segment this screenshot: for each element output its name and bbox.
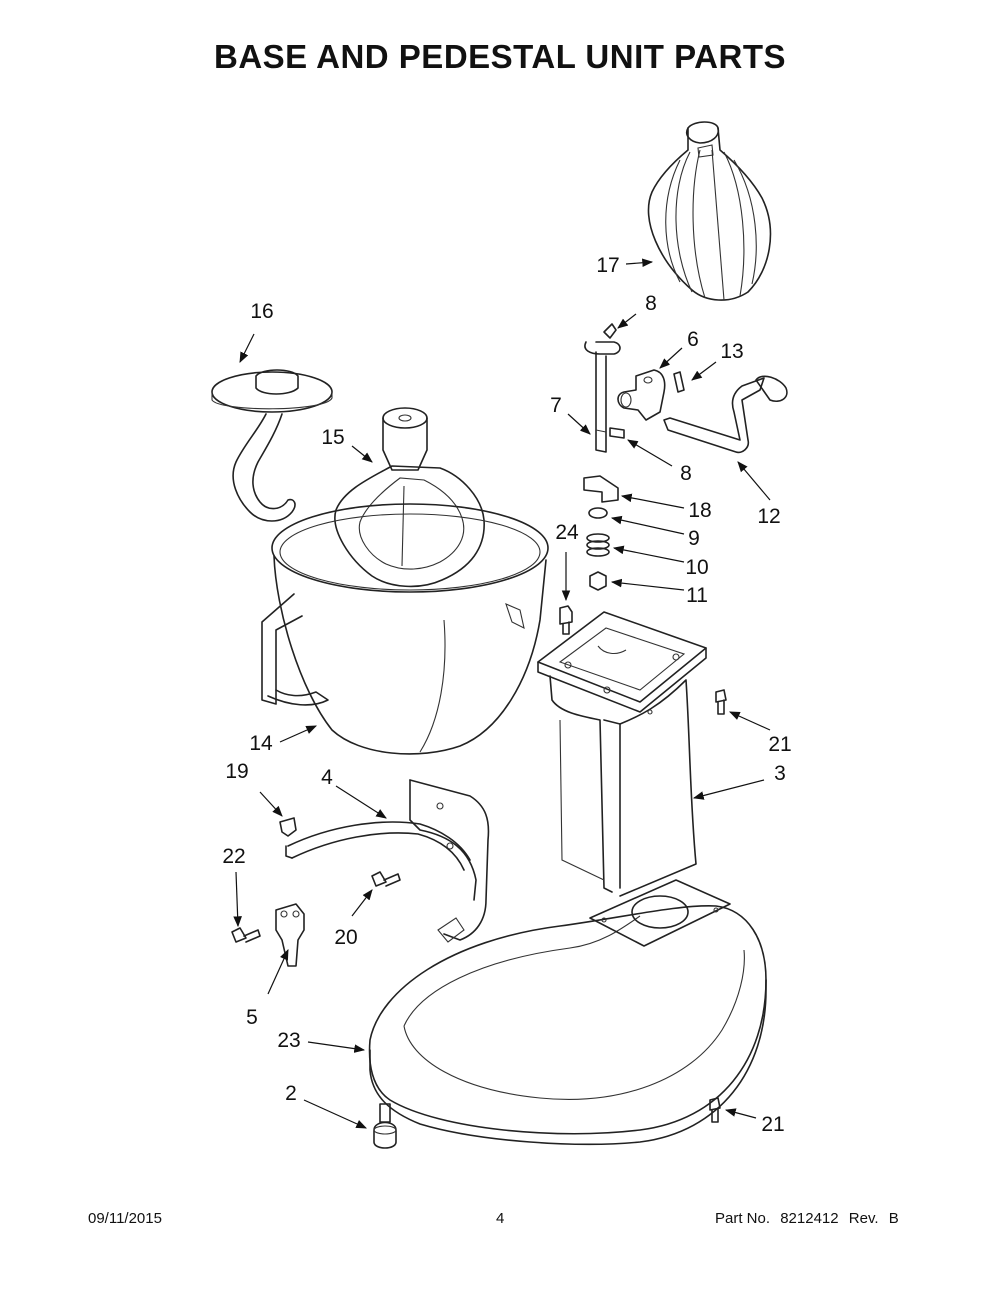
leader-8-bottom — [627, 439, 673, 467]
nut-drawing — [589, 571, 607, 591]
leader-8-top — [617, 313, 637, 329]
callout-2: 2 — [285, 1082, 297, 1105]
leader-lines — [233, 258, 771, 1129]
leader-15 — [351, 445, 373, 463]
revision-label: Rev. — [848, 1210, 879, 1227]
bracket-drawing — [617, 369, 666, 421]
leader-20 — [351, 889, 373, 917]
callout-18: 18 — [688, 499, 711, 522]
callout-11: 11 — [686, 584, 708, 607]
leader-13 — [691, 361, 717, 381]
callout-17: 17 — [596, 254, 619, 277]
page-title: BASE AND PEDESTAL UNIT PARTS — [214, 38, 786, 75]
leader-9 — [610, 515, 685, 535]
hinge-bracket-drawing — [275, 903, 305, 967]
callout-15: 15 — [321, 426, 344, 449]
leader-7 — [567, 413, 591, 435]
callout-4: 4 — [321, 766, 333, 789]
base-drawing — [368, 879, 767, 1146]
footer-page-number: 4 — [496, 1210, 505, 1227]
leader-21-top — [729, 711, 771, 731]
part-number-label: Part No. — [715, 1210, 771, 1227]
callout-16: 16 — [250, 300, 273, 323]
callout-8-top: 8 — [645, 292, 657, 315]
mixing-bowl-drawing — [261, 503, 549, 755]
callout-3: 3 — [774, 762, 786, 785]
callout-5: 5 — [246, 1006, 258, 1029]
callout-21-top: 21 — [768, 733, 791, 756]
leader-23 — [307, 1041, 366, 1053]
leader-11 — [610, 578, 685, 591]
callout-13: 13 — [720, 340, 743, 363]
leader-21-bottom — [724, 1108, 757, 1119]
pin-bottom-drawing — [609, 427, 625, 439]
leader-16 — [239, 333, 255, 363]
washer-drawing — [588, 507, 608, 519]
leader-3 — [692, 779, 765, 800]
rubber-foot-drawing — [373, 1103, 397, 1149]
screw-left-drawing — [231, 927, 261, 943]
spring-drawing — [586, 533, 610, 557]
callout-6: 6 — [687, 328, 699, 351]
footer-part-info: Part No. 8212412 Rev. B — [715, 1210, 905, 1227]
screw-middle-drawing — [371, 871, 401, 887]
pin-top-drawing — [603, 323, 617, 339]
wire-whip-drawing — [647, 121, 772, 301]
callout-12: 12 — [757, 505, 780, 528]
callout-labels: 16 15 17 8 6 13 7 8 12 18 24 9 10 11 14 … — [222, 254, 791, 1136]
callout-23: 23 — [277, 1029, 300, 1052]
screw-upper-drawing — [715, 689, 727, 715]
bumper-drawing — [279, 817, 297, 837]
callout-19: 19 — [225, 760, 248, 783]
leader-4 — [335, 785, 387, 819]
callout-14: 14 — [249, 732, 273, 755]
callout-24: 24 — [555, 521, 579, 544]
screw-lower-drawing — [709, 1097, 721, 1123]
leader-12 — [737, 461, 771, 501]
leader-22 — [233, 871, 242, 928]
leader-18 — [620, 493, 685, 509]
part-number-value: 8212412 — [780, 1210, 839, 1227]
leader-19 — [259, 791, 283, 817]
pedestal-drawing — [537, 611, 707, 897]
leader-5 — [267, 949, 289, 995]
flat-beater-drawing — [334, 407, 485, 588]
leader-17 — [625, 258, 654, 268]
dough-hook-drawing — [211, 369, 333, 522]
callout-20: 20 — [334, 926, 357, 949]
leader-2 — [303, 1099, 367, 1129]
lock-plate-drawing — [583, 475, 619, 503]
roll-pin-drawing — [673, 371, 685, 393]
leader-6 — [659, 347, 683, 369]
crank-handle-drawing — [663, 375, 788, 454]
revision-value: B — [888, 1210, 899, 1227]
callout-21-bottom: 21 — [761, 1113, 784, 1136]
screw-top-drawing — [559, 605, 573, 635]
bowl-clamp-drawing — [285, 779, 490, 943]
leader-10 — [612, 545, 685, 563]
callout-7: 7 — [550, 394, 562, 417]
leader-14 — [279, 725, 317, 743]
callout-8-bottom: 8 — [680, 462, 692, 485]
callout-10: 10 — [685, 556, 708, 579]
callout-9: 9 — [688, 527, 700, 550]
footer-date: 09/11/2015 — [88, 1210, 162, 1227]
callout-22: 22 — [222, 845, 245, 868]
shaft-drawing — [584, 341, 621, 453]
